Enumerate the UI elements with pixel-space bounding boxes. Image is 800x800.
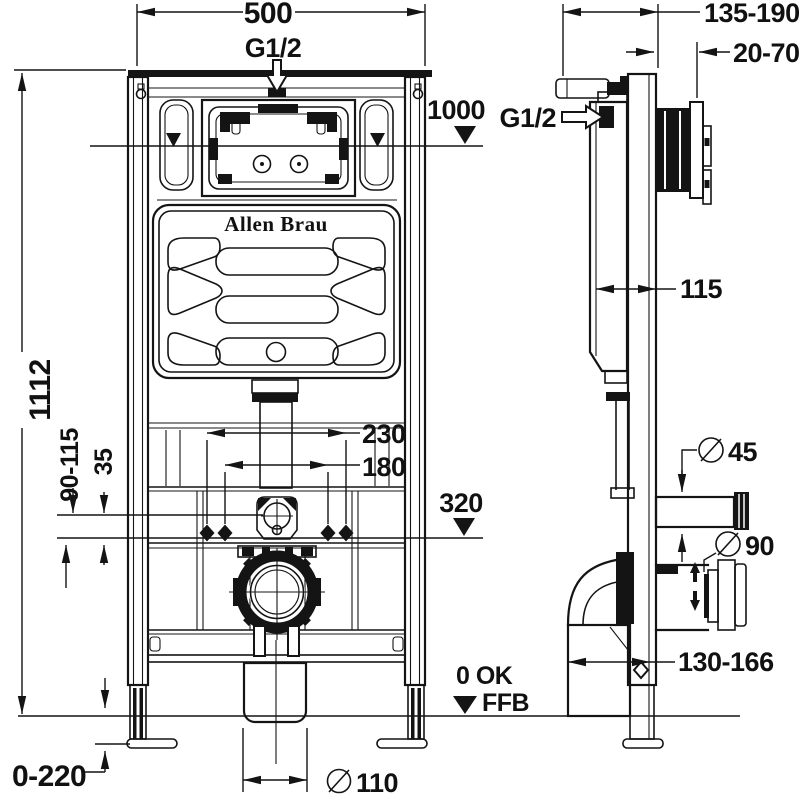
dim-dia-flush: 45 bbox=[728, 437, 758, 467]
front-view: Allen Brau bbox=[126, 70, 432, 764]
adjust-arrow-icon bbox=[690, 562, 700, 573]
foot-plate bbox=[622, 738, 664, 749]
stud-icon bbox=[217, 524, 233, 542]
supply-valve-handle bbox=[555, 78, 628, 99]
side-inlet bbox=[599, 106, 614, 128]
outlet-flange bbox=[229, 545, 325, 657]
down-arrow-icon bbox=[265, 59, 289, 94]
right-rail bbox=[403, 75, 427, 687]
diameter-icon bbox=[698, 437, 724, 463]
stud-icon bbox=[320, 524, 336, 542]
level-marker-icon bbox=[370, 133, 385, 147]
drain-pipe bbox=[242, 640, 308, 764]
left-rail bbox=[126, 75, 150, 687]
dim-frame-width: 500 bbox=[244, 0, 293, 30]
side-cistern bbox=[588, 91, 635, 499]
dim-leg-range: 0-220 bbox=[12, 760, 86, 793]
tank-embossing bbox=[167, 237, 386, 366]
bolt-icon bbox=[252, 154, 272, 174]
stud-icon bbox=[632, 660, 650, 680]
side-flush-connection bbox=[654, 492, 749, 530]
dim-frame-height: 1112 bbox=[24, 359, 57, 420]
dim-dia-outlet: 90 bbox=[745, 531, 774, 561]
stud-icon bbox=[338, 524, 354, 542]
bolt-icon bbox=[289, 154, 309, 174]
dia-flush-label: 45 bbox=[677, 437, 758, 492]
dim-depth-range: 135-190 bbox=[704, 0, 800, 28]
dim-inlet-top: G1/2 bbox=[245, 33, 302, 63]
dia-drain-label: 110 bbox=[326, 768, 399, 798]
brand-logo: Allen Brau bbox=[224, 212, 328, 236]
floor-level-label: FFB bbox=[482, 689, 529, 717]
level-triangle-icon bbox=[453, 518, 475, 536]
dia-outlet-label: 90 bbox=[703, 531, 775, 572]
level-triangle-icon bbox=[454, 126, 476, 144]
hanger-hook-icon bbox=[412, 88, 424, 100]
side-outlet-connection bbox=[616, 552, 747, 632]
dimensions: 500 G1/2 1112 1000 230 180 90-115 35 bbox=[12, 0, 800, 798]
dim-bend-height-range: 90-115 bbox=[56, 428, 84, 502]
dim-fixing-outer: 230 bbox=[362, 419, 406, 449]
level-marker-icon bbox=[166, 133, 181, 147]
foot-plate bbox=[126, 738, 178, 749]
flush-unit-window bbox=[159, 98, 394, 198]
dim-bend-offset: 35 bbox=[90, 448, 118, 475]
dim-plate-depth-range: 20-70 bbox=[733, 38, 800, 68]
diameter-icon bbox=[715, 531, 741, 557]
flush-elbow-bracket bbox=[256, 496, 298, 540]
dim-dia-drain: 110 bbox=[356, 768, 398, 798]
stud-icon bbox=[199, 524, 215, 542]
flush-pipe bbox=[251, 379, 299, 489]
right-arrow-icon bbox=[561, 104, 605, 130]
dim-outlet-depth-range: 130-166 bbox=[678, 647, 774, 677]
adjust-arrow-icon bbox=[690, 600, 700, 611]
dim-fixing-height: 320 bbox=[439, 488, 483, 518]
flush-plate-box bbox=[657, 101, 712, 205]
foot-plate bbox=[376, 738, 428, 749]
diameter-icon bbox=[326, 768, 352, 794]
dim-fixing-inner: 180 bbox=[362, 452, 406, 482]
dim-inlet-side: G1/2 bbox=[499, 103, 556, 133]
side-view bbox=[555, 72, 749, 749]
cistern: Allen Brau bbox=[151, 199, 402, 380]
dim-supply-height: 1000 bbox=[427, 95, 485, 125]
mounting-studs bbox=[199, 524, 354, 542]
zero-level-label: 0 OK bbox=[456, 662, 513, 690]
hanger-hook-icon bbox=[135, 88, 147, 100]
dim-cistern-depth: 115 bbox=[680, 274, 723, 304]
floor-triangle-icon bbox=[453, 696, 477, 714]
